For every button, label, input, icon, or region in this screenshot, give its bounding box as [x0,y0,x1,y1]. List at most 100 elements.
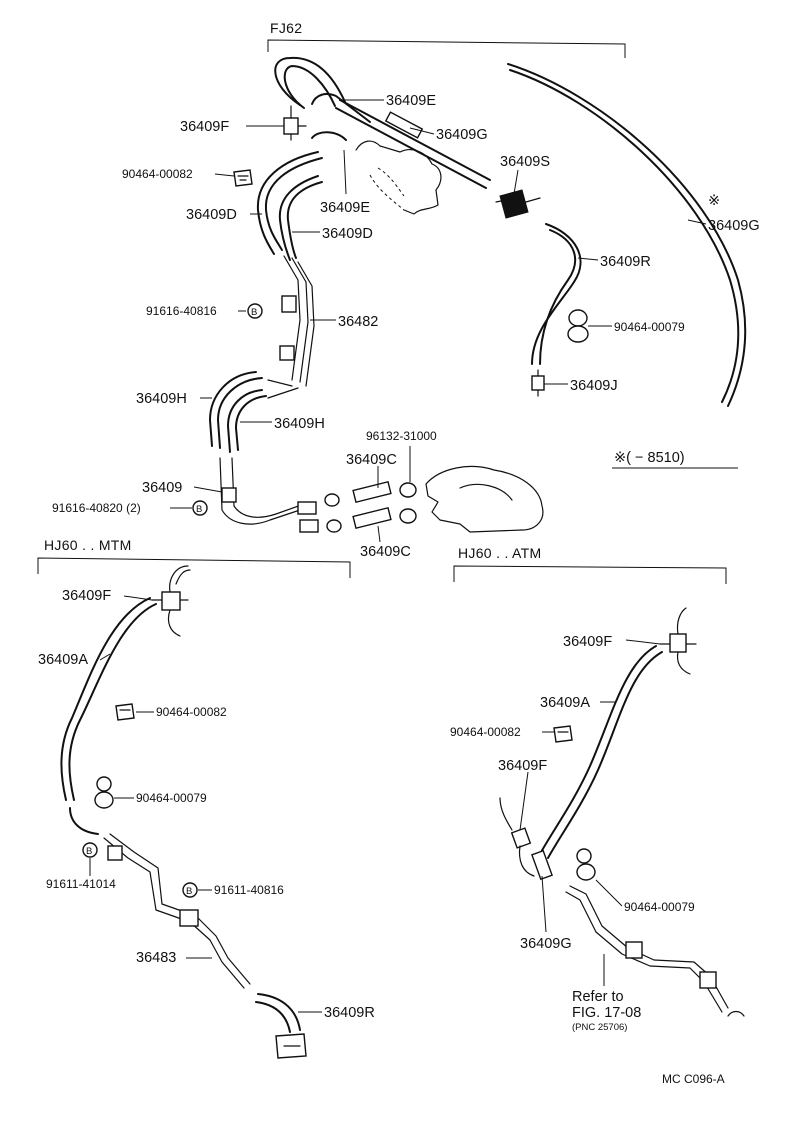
label-90464-00079-atm: 90464-00079 [624,900,695,914]
hose-36409R-a [539,229,577,365]
hose-36409C-lower [352,506,392,530]
label-36409H-1: 36409H [136,391,187,407]
label-36409C-1: 36409C [346,452,397,468]
pipe-36482-a [283,255,301,381]
label-36409F-fj62: 36409F [180,119,229,135]
clamp-left-a [324,493,340,507]
label-refer-line2: FIG. 17-08 [572,1005,641,1021]
mtm-bracket [37,557,351,578]
hose-36409R-mtm-b [255,1001,291,1033]
bracket-36482-lower [279,345,295,361]
fitting-mtm-bottom [275,1033,307,1059]
pipe-join-1 [267,379,293,387]
clip-90464-00082-mtm [115,703,135,721]
leader-36409R [577,257,599,261]
label-36409R: 36409R [600,254,651,270]
leader-90464-00079-atm [595,879,623,907]
hose-36409H-2b [227,389,263,453]
clip-90464-00082-fj62 [233,169,253,187]
bracket-atm-right [699,971,717,989]
leader-36409F-mtm [123,595,153,601]
fj62-bracket [267,39,626,58]
svg-text:B: B [186,886,192,897]
hose-end-atm [727,1010,745,1017]
label-90464-00082-atm: 90464-00082 [450,725,521,739]
bolt-marker-91616-40816: B [247,303,263,319]
clamp-left-b [326,519,342,533]
label-36409H-2: 36409H [274,416,325,432]
engine-outline [355,140,442,215]
clip-90464-00079-fj62 [567,309,589,343]
hose-36409E-mid [311,93,371,123]
pipe-36409G-a [339,99,491,181]
label-refer-line3: (PNC 25706) [572,1022,627,1033]
pipe-36409G-b [335,107,487,189]
footer-code: MC C096-A [662,1072,725,1086]
leader-36409F-atm-1 [625,639,661,645]
label-91611-40816: 91611-40816 [214,883,284,897]
hose-36409H-2a [235,395,267,451]
leader-36409 [193,486,223,493]
pipe-36409-a [219,457,301,525]
label-36409J: 36409J [570,378,618,394]
check-valve-36409S [495,189,541,219]
mtm-header: HJ60 . . MTM [44,537,132,553]
hose-36409A-atm-a [547,651,663,859]
hj60-mtm-section: HJ60 . . MTM [37,537,375,1059]
hose-36409A-mtm-a [68,603,157,801]
bolt-marker-91611-40816: B [182,882,198,898]
hj60-atm-section: HJ60 . . ATM [450,545,745,1033]
label-91616-40816: 91616-40816 [146,304,217,318]
label-36409D-2: 36409D [322,226,373,242]
leader-36409A-mtm [99,653,111,661]
hose-36409G-right-a [509,69,740,403]
bracket-36482-upper [281,295,297,313]
hose-36409H-1b [209,371,257,447]
engine-dashed [369,174,405,211]
label-36409A-mtm: 36409A [38,652,88,668]
label-91616-40820: 91616-40820 (2) [52,501,141,515]
leader-36409F-atm-2 [519,771,529,831]
bracket-mtm-upper [107,845,123,861]
clamp-96132-b [399,508,417,524]
clamp-96132-a [399,482,417,498]
hose-36409G-right-b [507,63,747,407]
leader-36409C-2 [377,525,381,543]
label-refer-line1: Refer to [572,989,624,1005]
label-36409E-2: 36409E [320,200,370,216]
hose-36409A-mtm-b [60,597,151,801]
bolt-marker-91611-41014: B [82,842,98,858]
label-36409G-1: 36409G [436,127,488,143]
label-36409F-atm-1: 36409F [563,634,612,650]
svg-text:B: B [196,504,202,515]
joint-36409-b [299,519,319,533]
hose-36409H-1a [217,377,263,449]
pipe-join-2 [267,387,299,399]
three-way-connector-36409F-atm-top [659,607,697,675]
bracket-mtm-lower [179,909,199,927]
hose-36409R-mtm-a [257,993,301,1031]
label-36409G-mark: ※ [708,193,720,209]
clip-90464-00079-mtm [94,776,114,809]
fj62-section: FJ62 [52,20,760,560]
leader-36409S [513,169,519,195]
pipe-36482-c [297,261,315,387]
label-36409F-mtm: 36409F [62,588,111,604]
label-36409R-mtm: 36409R [324,1005,375,1021]
label-36409: 36409 [142,480,182,496]
svg-text:B: B [251,307,257,318]
pipe-36483-a [103,837,245,989]
transmission-detail [459,483,513,501]
bracket-36409 [221,487,237,503]
label-36409C-2: 36409C [360,544,411,560]
leader-36409G-atm [541,875,547,933]
label-36409E-1: 36409E [386,93,436,109]
label-90464-00079-mtm: 90464-00079 [136,791,207,805]
three-way-connector-36409F [283,105,307,141]
label-36409G-atm: 36409G [520,936,572,952]
transmission-outline [425,465,544,533]
bracket-atm-mid [625,941,643,959]
fj62-header: FJ62 [270,20,302,36]
hose-36409E-upper-inner [283,65,336,109]
